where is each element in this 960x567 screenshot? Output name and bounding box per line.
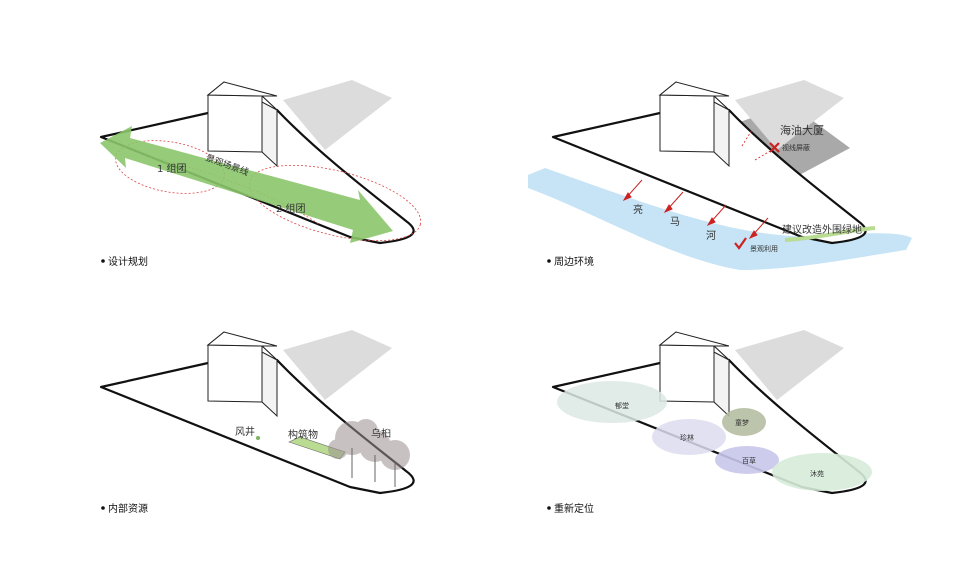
zone-label-baicao: 百草 — [742, 456, 756, 465]
zone-label-zhenlin: 珍林 — [680, 433, 694, 442]
structure-label: 构筑物 — [288, 428, 318, 441]
river-char-1: 亮 — [633, 203, 643, 216]
group1-label: 1 组团 — [157, 162, 187, 175]
tree-label: 乌桕 — [371, 427, 391, 440]
zone-zhenlin — [652, 419, 726, 455]
river-char-3: 河 — [706, 230, 716, 242]
caption-design: 设计规划 — [108, 255, 148, 268]
sight-line-b — [754, 149, 773, 161]
check-icon — [734, 237, 747, 250]
tree-trunks — [351, 448, 396, 487]
site-plot-outline — [99, 328, 415, 495]
block-x-icon — [769, 142, 780, 153]
group2-boundary — [248, 164, 422, 242]
vent-label: 风井 — [235, 425, 255, 438]
sight-line-a — [741, 129, 753, 147]
panel-design: 1 组团 2 组团 景观场景线 设计规划 — [99, 78, 422, 268]
landscape-use-label: 景观利用 — [750, 244, 778, 253]
zone-label-tongmeng: 童梦 — [735, 418, 749, 427]
caption-bullet — [101, 259, 105, 263]
green-belt-label: 建议改造外围绿地 — [782, 223, 862, 236]
caption-bullet — [547, 259, 551, 263]
vent-marker — [256, 436, 260, 440]
oil-building-label: 海油大厦 — [780, 123, 824, 137]
green-belt-line — [784, 226, 876, 242]
zone-label-yutang: 郁堂 — [615, 401, 629, 410]
zone-yutang — [557, 381, 667, 423]
caption-resources: 内部资源 — [108, 502, 148, 515]
zone-label-muyuan: 沐苑 — [810, 469, 824, 478]
caption-bullet — [101, 506, 105, 510]
panel-reposition: 郁堂 童梦 珍林 百草 沐苑 重新定位 — [547, 328, 872, 515]
view-arrows — [622, 179, 769, 240]
scenic-axis-arrow — [100, 126, 393, 243]
zone-baicao — [715, 446, 779, 474]
zone-muyuan — [772, 453, 872, 491]
zone-tongmeng — [722, 408, 766, 436]
river — [528, 168, 912, 270]
tree-group — [328, 419, 410, 470]
panel-resources: 风井 构筑物 乌桕 内部资源 — [99, 328, 415, 515]
panel-surroundings: 海油大厦 视线屏蔽 亮 马 河 景观利用 建议改造外围绿地 周边环境 — [528, 78, 912, 270]
group2-label: 2 组团 — [276, 202, 306, 215]
river-char-2: 马 — [670, 216, 680, 228]
sight-block-label: 视线屏蔽 — [782, 143, 810, 152]
caption-bullet — [547, 506, 551, 510]
caption-surroundings: 周边环境 — [554, 255, 594, 268]
caption-reposition: 重新定位 — [554, 502, 594, 515]
